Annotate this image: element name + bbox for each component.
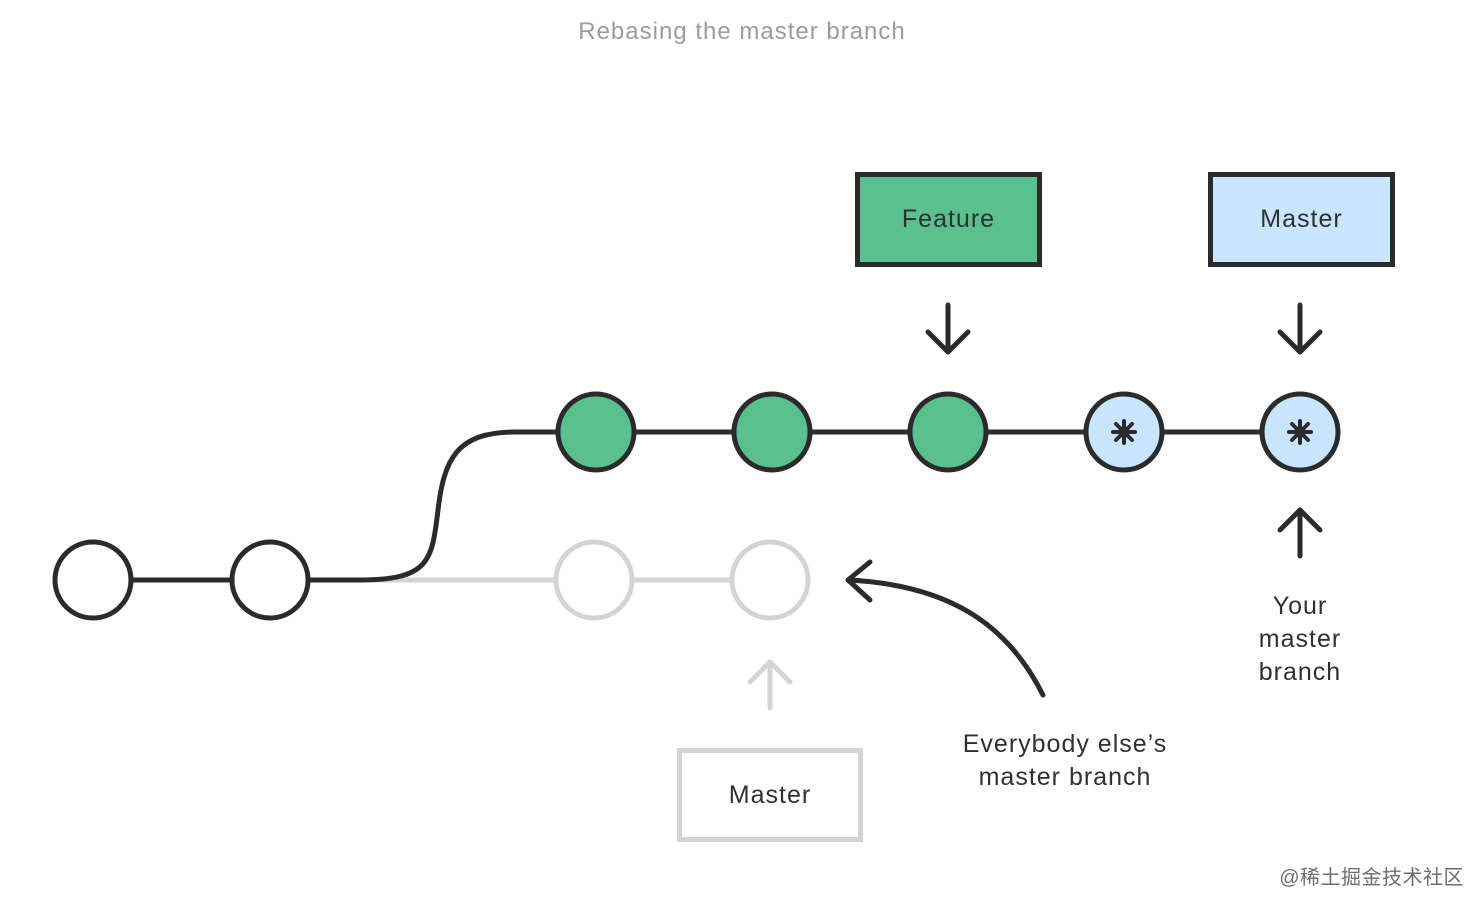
master-box-top: Master xyxy=(1208,172,1395,267)
feature-arrow-icon xyxy=(925,302,971,355)
your-master-line-1: Your xyxy=(1272,592,1328,620)
diagram-title: Rebasing the master branch xyxy=(578,18,906,45)
old-master-arrow-icon xyxy=(747,659,793,711)
your-master-arrow-icon xyxy=(1277,507,1323,559)
everybody-arrow-icon xyxy=(845,559,1046,698)
feature-commit-3 xyxy=(907,391,989,473)
everybody-line-1: Everybody else’s xyxy=(962,730,1168,758)
base-commit-1 xyxy=(52,539,134,621)
star-icon-2 xyxy=(1287,419,1313,445)
feature-label: Feature xyxy=(901,205,996,233)
old-master-commit-2 xyxy=(729,539,811,621)
feature-commit-2 xyxy=(731,391,813,473)
everybody-line-2: master branch xyxy=(978,763,1152,791)
master-box-bottom: Master xyxy=(677,748,863,842)
feature-commit-1 xyxy=(555,391,637,473)
watermark-text: @稀土掘金技术社区 xyxy=(1279,867,1464,889)
your-master-branch-label: Your master branch xyxy=(1210,590,1390,689)
master-top-arrow-icon xyxy=(1277,302,1323,355)
base-commit-2 xyxy=(229,539,311,621)
master-bottom-label: Master xyxy=(728,780,812,809)
your-master-line-2: master xyxy=(1258,625,1342,653)
old-master-commit-1 xyxy=(553,539,635,621)
star-icon-1 xyxy=(1111,419,1137,445)
everybody-master-branch-label: Everybody else’s master branch xyxy=(910,728,1220,794)
rebased-branch-connector xyxy=(90,429,1303,583)
feature-box: Feature xyxy=(855,172,1042,267)
master-top-label: Master xyxy=(1260,205,1343,233)
your-master-line-3: branch xyxy=(1258,658,1342,686)
